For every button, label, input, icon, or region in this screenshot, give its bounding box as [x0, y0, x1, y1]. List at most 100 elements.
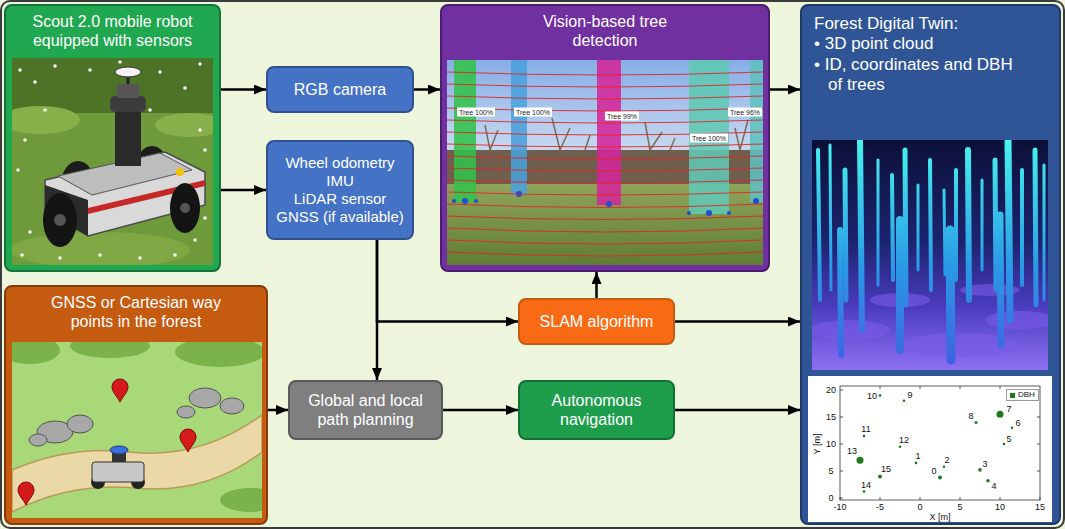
camera-photo	[447, 96, 763, 99]
camera-photo	[447, 180, 763, 183]
tree-map-plot	[863, 490, 866, 493]
connector-arrow	[675, 409, 800, 412]
camera-photo	[670, 138, 675, 150]
connector-arrow	[376, 240, 379, 380]
axis-tick: 10	[826, 440, 836, 449]
camera-photo	[474, 199, 478, 203]
waypoint-illustration	[91, 446, 145, 489]
tree-map-plot	[1003, 443, 1006, 446]
camera-photo	[447, 192, 763, 195]
process-box: Autonomous navigation	[518, 380, 675, 440]
waypoint-illustration	[18, 379, 196, 505]
tree-map-plot	[840, 417, 843, 418]
tree-id: 12	[899, 436, 909, 445]
waypoint-illustration	[189, 388, 221, 408]
box-heading: SLAM algorithm	[540, 312, 654, 331]
tree-map-plot	[840, 390, 843, 391]
tree-map-plot	[840, 444, 843, 445]
sensor-box: Wheel odometryIMULiDAR sensorGNSS (if av…	[266, 140, 414, 240]
tree-map-plot	[808, 376, 1052, 522]
point-cloud	[812, 320, 890, 340]
detection-tag: Tree 100%	[690, 134, 728, 143]
box-heading: Global and local path planning	[296, 391, 435, 429]
camera-photo	[687, 211, 691, 215]
robot-photo	[203, 216, 207, 220]
camera-photo	[689, 60, 729, 214]
box-heading: RGB camera	[294, 80, 386, 99]
waypoint-illustration	[220, 488, 262, 512]
tree-id: 7	[1006, 405, 1011, 414]
legend-swatch	[1010, 393, 1015, 398]
connector-arrow	[221, 189, 266, 192]
point-cloud	[1008, 140, 1010, 320]
tree-id: 0	[931, 467, 936, 476]
waypoint-illustration	[18, 482, 34, 505]
detection-tag: Tree 96%	[728, 108, 762, 117]
waypoint-illustration	[92, 462, 144, 482]
point-cloud	[845, 170, 846, 300]
point-cloud	[950, 230, 951, 360]
point-cloud	[860, 140, 862, 330]
waypoint-illustration	[180, 429, 196, 452]
camera-photo	[585, 135, 590, 150]
tree-id: 10	[867, 392, 877, 401]
process-box: SLAM algorithm	[518, 298, 675, 345]
robot-photo	[58, 256, 62, 260]
text-line: • 3D point cloud	[814, 34, 1029, 54]
camera-photo	[447, 60, 763, 265]
camera-photo	[447, 252, 763, 256]
connector-arrow	[414, 88, 440, 91]
waypoint-illustration	[175, 342, 262, 367]
waypoint-illustration	[70, 342, 150, 358]
robot-photo	[20, 253, 24, 257]
robot-photo	[12, 58, 213, 265]
tree-id: 11	[861, 425, 870, 434]
axis-tick: 10	[995, 503, 1005, 512]
tree-map-plot	[1000, 497, 1001, 500]
robot-photo	[110, 96, 146, 112]
camera-photo	[447, 72, 763, 75]
robot-photo	[180, 203, 190, 213]
point-cloud	[1000, 215, 1001, 345]
camera-photo	[447, 168, 763, 171]
sensor-box: RGB camera	[266, 66, 414, 113]
robot-photo	[43, 108, 47, 112]
point-cloud	[995, 160, 996, 290]
tree-id: 9	[907, 391, 912, 400]
waypoint-illustration	[112, 379, 128, 402]
robot-photo	[18, 68, 22, 72]
robot-photo	[53, 64, 57, 68]
camera-photo	[753, 198, 759, 204]
tree-map-plot	[915, 462, 918, 465]
tree-map-plot	[857, 394, 1014, 493]
process-box: Global and local path planning	[288, 380, 443, 440]
tree-map-plot	[880, 497, 881, 500]
tree-map-plot	[879, 394, 882, 397]
waypoint-illustration	[12, 342, 60, 364]
robot-photo	[12, 106, 80, 134]
tree-map-plot	[880, 386, 881, 389]
tree-map-plot	[943, 465, 946, 468]
point-cloud	[985, 311, 1048, 329]
point-cloud	[1043, 165, 1046, 300]
robot-photo	[118, 60, 122, 64]
robot-photo	[117, 84, 139, 98]
text-line: IMU	[326, 172, 354, 190]
detection-tag: Tree 99%	[605, 112, 639, 121]
robot-photo	[43, 193, 77, 247]
point-cloud	[1020, 170, 1024, 285]
camera-photo	[606, 201, 612, 207]
robot-photo	[16, 60, 207, 260]
waypoint-illustration	[29, 434, 47, 446]
point-cloud	[840, 230, 841, 355]
box-heading: Vision-based tree detection	[520, 12, 690, 50]
robot-photo	[12, 58, 213, 113]
tree-map-plot	[840, 497, 841, 500]
robot-photo	[193, 238, 197, 242]
tree-map-plot	[938, 476, 942, 480]
point-cloud	[944, 190, 945, 275]
robot-photo	[28, 230, 32, 234]
axis-tick: 20	[826, 386, 836, 395]
detection-tag: Tree 100%	[457, 108, 495, 117]
